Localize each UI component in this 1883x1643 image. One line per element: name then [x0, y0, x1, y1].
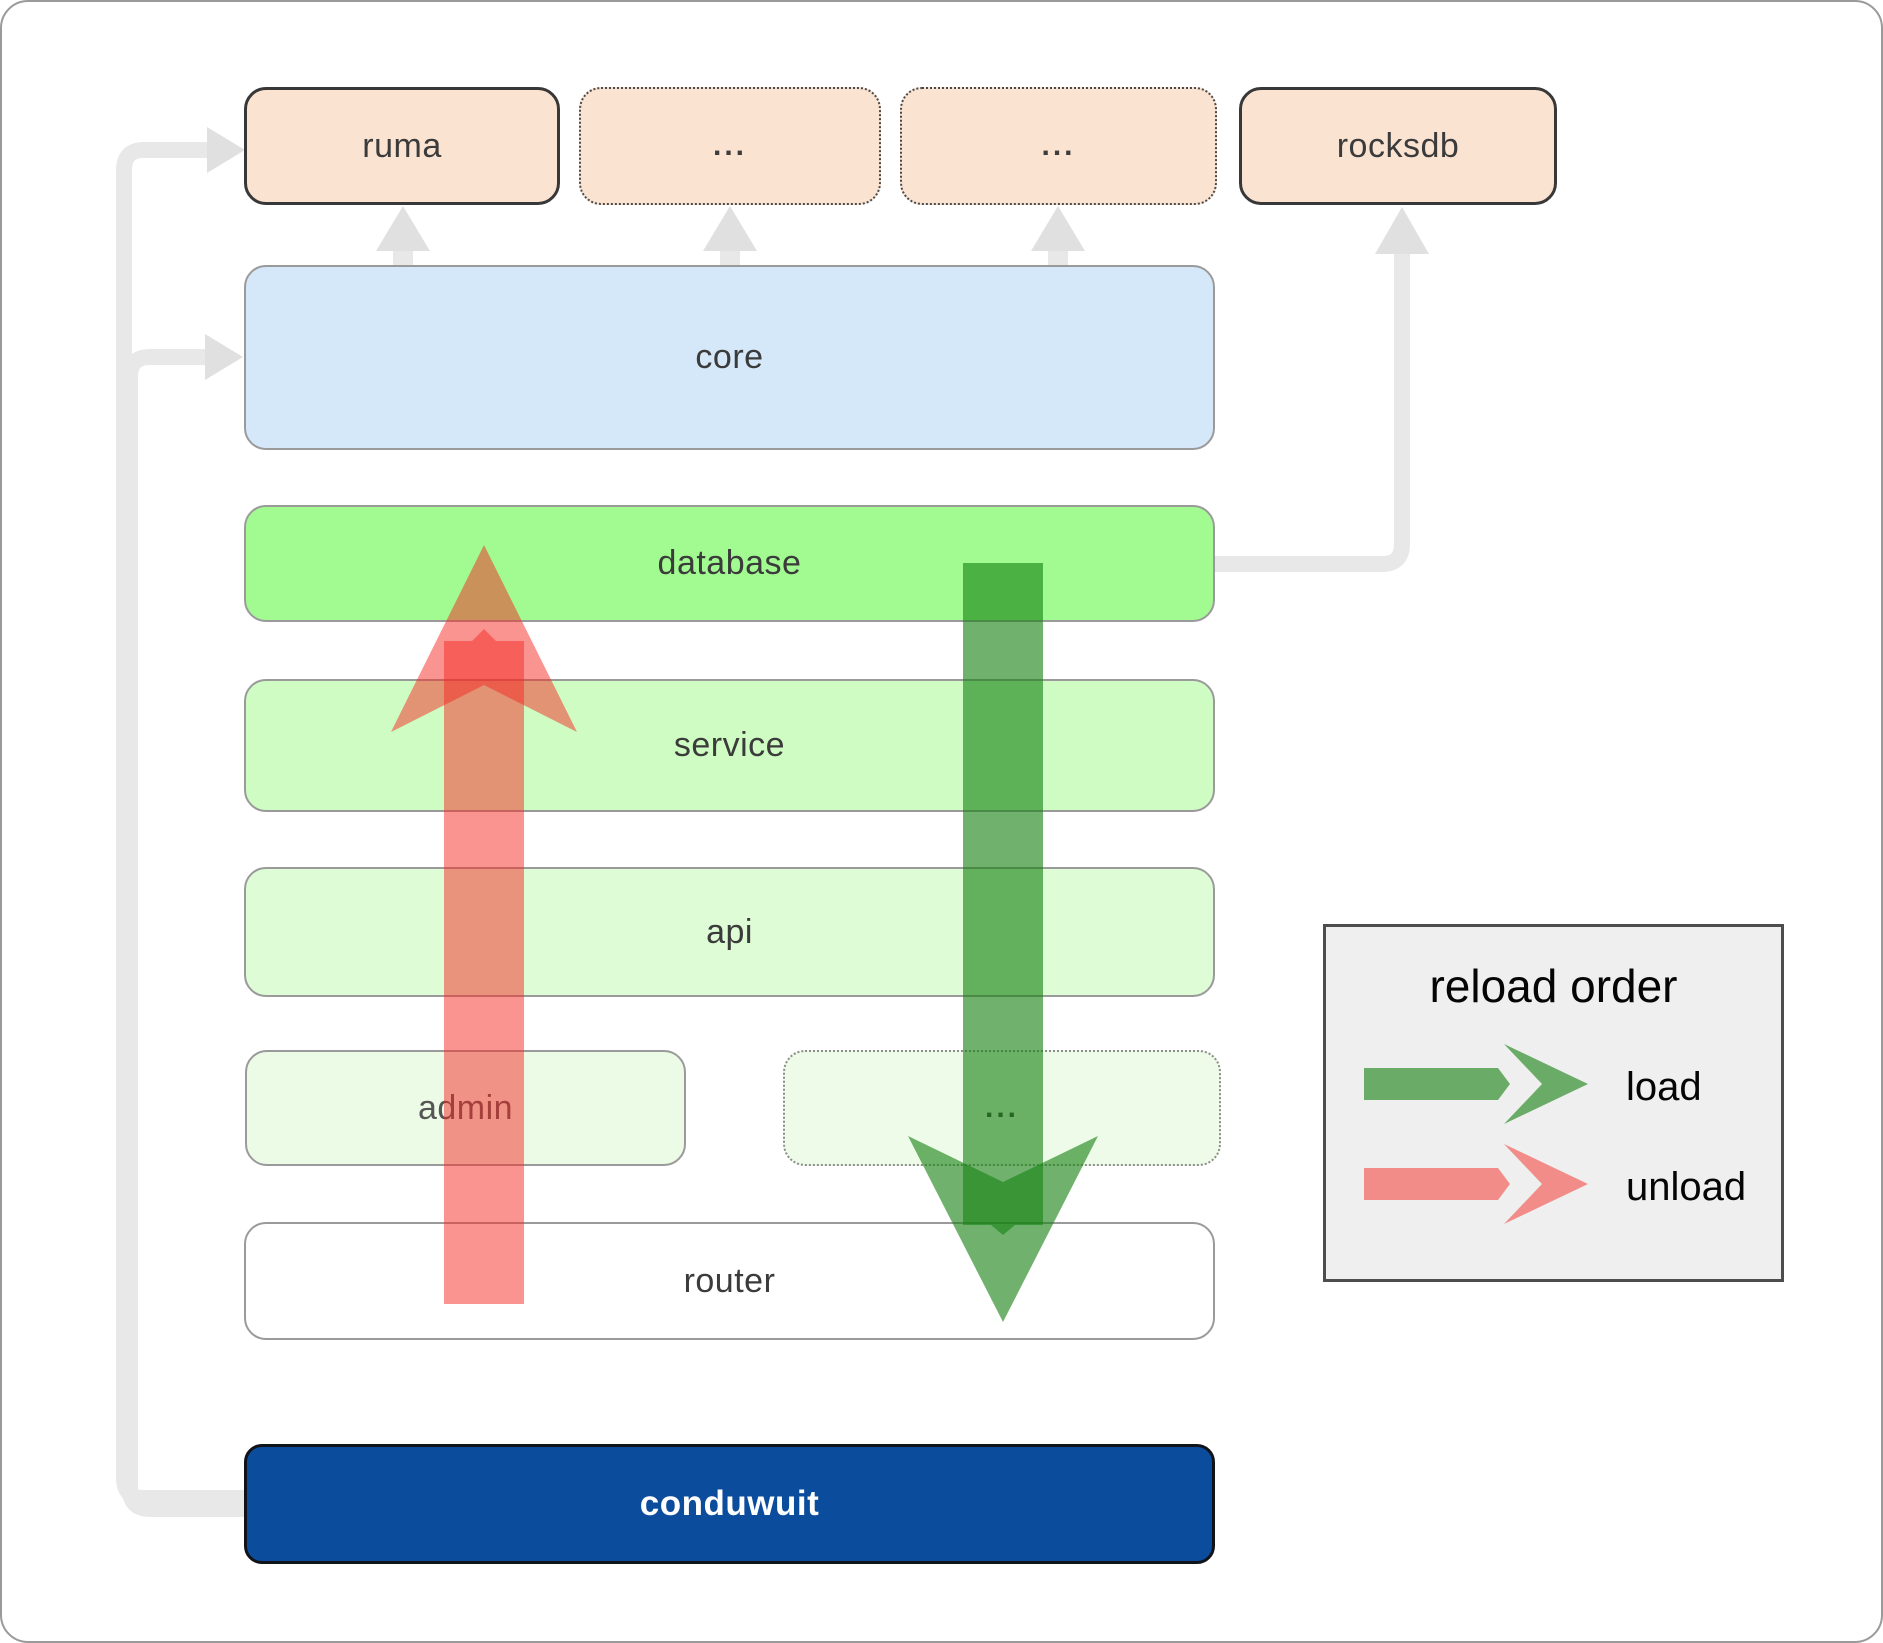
box-ellipsis-top-b: ... — [900, 87, 1217, 205]
box-admin: admin — [245, 1050, 686, 1166]
box-ellipsis-top-a: ... — [579, 87, 881, 205]
connector-database-to-rocksdb — [1215, 252, 1410, 572]
box-ruma: ruma — [244, 87, 560, 205]
box-ellipsis-admin-row-label: ... — [984, 1091, 1019, 1124]
connector-conduwuit-to-core — [122, 349, 244, 1517]
core-up-arrow-shaft-1 — [393, 249, 413, 266]
arrowhead-into-ruma — [207, 127, 245, 173]
box-conduwuit-label: conduwuit — [639, 1484, 820, 1523]
box-api-label: api — [706, 912, 753, 951]
core-up-arrow-head-1 — [376, 206, 430, 251]
legend-label-unload: unload — [1626, 1165, 1747, 1209]
legend-title: reload order — [1429, 960, 1678, 1012]
box-service-label: service — [673, 726, 786, 764]
box-rocksdb-label: rocksdb — [1336, 126, 1460, 165]
box-rocksdb: rocksdb — [1239, 87, 1557, 205]
box-admin-label: admin — [417, 1088, 514, 1127]
box-database: database — [244, 505, 1215, 622]
box-router: router — [244, 1222, 1215, 1340]
box-ruma-label: ruma — [362, 126, 442, 165]
legend-reload-order: reload order load unload — [1323, 924, 1784, 1282]
core-up-arrow-shaft-3 — [1048, 249, 1068, 266]
box-router-label: router — [683, 1261, 776, 1300]
box-service: service — [244, 679, 1215, 812]
box-api: api — [244, 867, 1215, 997]
box-core: core — [244, 265, 1215, 450]
box-ellipsis-top-a-label: ... — [712, 129, 747, 162]
core-up-arrow-shaft-2 — [720, 249, 740, 266]
legend-label-load: load — [1626, 1065, 1702, 1109]
core-up-arrow-head-3 — [1031, 206, 1085, 251]
box-core-label: core — [695, 338, 764, 376]
connector-conduwuit-to-ruma — [116, 142, 244, 1506]
box-database-label: database — [657, 544, 802, 582]
core-up-arrow-head-2 — [703, 206, 757, 251]
arrowhead-into-core — [205, 334, 243, 380]
box-ellipsis-admin-row: ... — [783, 1050, 1221, 1166]
box-conduwuit: conduwuit — [244, 1444, 1215, 1564]
arrowhead-into-rocksdb — [1375, 207, 1429, 254]
box-ellipsis-top-b-label: ... — [1041, 129, 1076, 162]
